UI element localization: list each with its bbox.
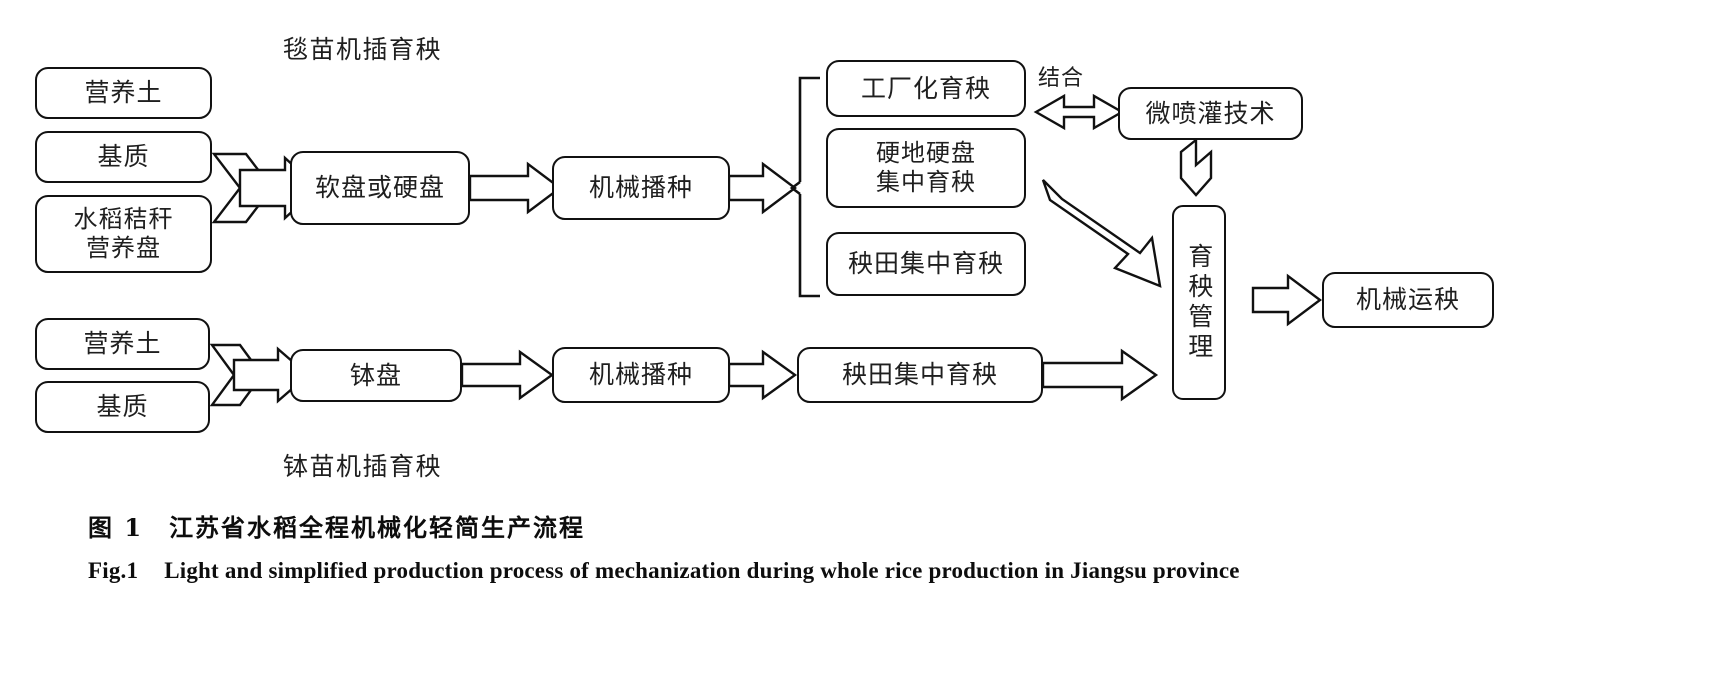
node-top-input-2[interactable]: 基质 <box>35 131 212 183</box>
node-bottom-input-1[interactable]: 营养土 <box>35 318 210 370</box>
node-branch-hard-tray-line1: 硬地硬盘 <box>876 138 976 167</box>
figure-caption-en: Fig.1 Light and simplified production pro… <box>88 558 1240 584</box>
arrow-diagonal-to-management <box>1041 179 1162 288</box>
label-combine: 结合 <box>1038 66 1085 91</box>
lane-label-top: 毯苗机插育秧 <box>283 35 443 64</box>
figure-caption-en-text: Light and simplified production process … <box>164 558 1240 583</box>
node-branch-hard-tray-line2: 集中育秧 <box>876 168 976 196</box>
arrow-bidirectional-combine <box>1033 93 1125 131</box>
node-bottom-step-sowing[interactable]: 机械播种 <box>552 347 730 403</box>
arrow-down-tech-to-management <box>1179 137 1213 197</box>
figure-caption-cn-text: 江苏省水稻全程机械化轻简生产流程 <box>169 513 586 542</box>
figure-caption-cn: 图 1 江苏省水稻全程机械化轻简生产流程 <box>88 508 585 543</box>
node-top-step-tray[interactable]: 软盘或硬盘 <box>290 151 470 225</box>
lane-label-bottom: 钵苗机插育秧 <box>283 452 443 481</box>
node-top-step-sowing[interactable]: 机械播种 <box>552 156 730 220</box>
node-top-input-3[interactable]: 水稻秸秆 营养盘 <box>35 195 212 273</box>
node-bottom-step-pot[interactable]: 钵盘 <box>290 349 462 402</box>
branch-bracket <box>789 76 820 298</box>
arrow-bottom-row-to-management <box>1041 348 1159 402</box>
node-top-input-3-line2: 营养盘 <box>86 234 161 262</box>
figure-caption-cn-label: 图 1 <box>88 513 144 542</box>
arrow-management-to-output <box>1251 273 1322 327</box>
arrow-tray-to-sowing <box>468 161 562 215</box>
node-micro-irrigation-tech[interactable]: 微喷灌技术 <box>1118 87 1303 140</box>
arrow-pot-to-sowing2 <box>460 349 555 401</box>
arrow-sowing-to-bracket <box>727 161 797 215</box>
node-bottom-input-2[interactable]: 基质 <box>35 381 210 433</box>
node-bottom-step-field[interactable]: 秧田集中育秧 <box>797 347 1043 403</box>
arrow-top-inputs-to-tray <box>211 152 274 224</box>
node-seedling-management[interactable]: 育秧管理 <box>1172 205 1226 400</box>
node-branch-field[interactable]: 秧田集中育秧 <box>826 232 1026 296</box>
node-top-input-1[interactable]: 营养土 <box>35 67 212 119</box>
arrow-sowing2-to-field <box>727 349 798 401</box>
node-branch-hard-tray[interactable]: 硬地硬盘 集中育秧 <box>826 128 1026 208</box>
node-top-input-3-line1: 水稻秸秆 <box>73 204 174 233</box>
arrow-bottom-inputs-to-pot <box>209 343 264 407</box>
figure-caption-en-label: Fig.1 <box>88 558 139 583</box>
node-branch-factory[interactable]: 工厂化育秧 <box>826 60 1026 117</box>
node-mechanical-transport[interactable]: 机械运秧 <box>1322 272 1494 328</box>
